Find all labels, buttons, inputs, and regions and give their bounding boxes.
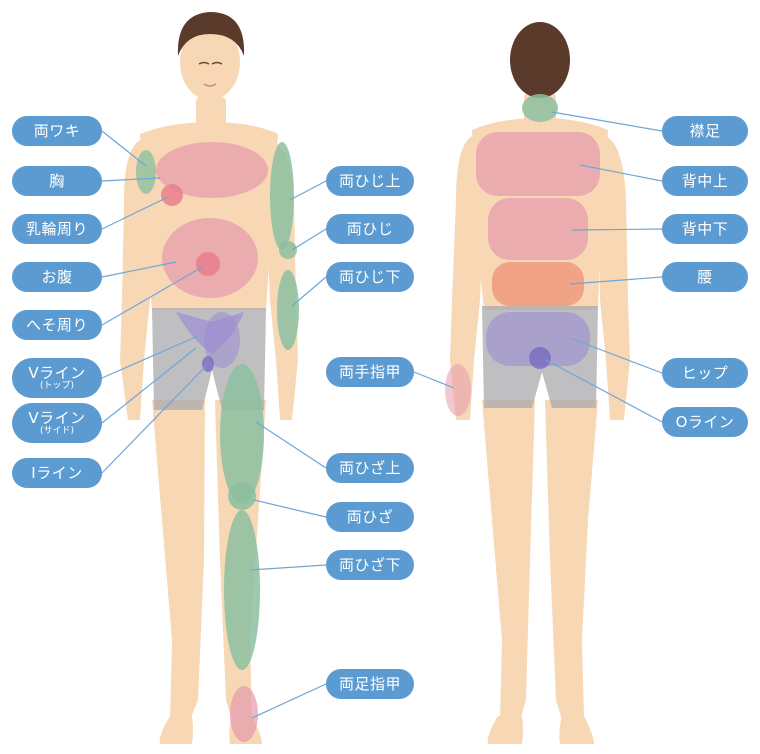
label-navel-area[interactable]: へそ周り (12, 310, 102, 340)
label-nape[interactable]: 襟足 (662, 116, 748, 146)
label-text: 襟足 (689, 121, 721, 140)
label-text: 腰 (697, 267, 713, 286)
label-text: Vライン (28, 408, 86, 427)
label-areola-area[interactable]: 乳輪周り (12, 214, 102, 244)
label-fingers-hands[interactable]: 両手指甲 (326, 357, 414, 387)
label-text: 背中上 (681, 171, 729, 190)
label-text: 両ひじ下 (338, 267, 401, 286)
label-both-armpits[interactable]: 両ワキ (12, 116, 102, 146)
label-subtext: (サイド) (39, 426, 75, 437)
label-elbows[interactable]: 両ひじ (326, 214, 414, 244)
label-text: 両手指甲 (338, 362, 401, 381)
label-text: Iライン (31, 463, 83, 482)
back-figure (445, 22, 630, 744)
label-text: 両ひじ上 (338, 171, 401, 190)
label-text: Oライン (675, 412, 735, 431)
label-chest[interactable]: 胸 (12, 166, 102, 196)
label-i-line[interactable]: Iライン (12, 458, 102, 488)
label-text: 両ひざ (346, 507, 394, 526)
label-text: ヒップ (681, 363, 729, 382)
label-upper-back[interactable]: 背中上 (662, 166, 748, 196)
label-v-line-side[interactable]: Vライン(サイド) (12, 403, 102, 443)
label-text: 乳輪周り (25, 219, 88, 238)
label-lower-back[interactable]: 背中下 (662, 214, 748, 244)
label-o-line[interactable]: Oライン (662, 407, 748, 437)
label-text: 両ワキ (33, 121, 81, 140)
label-subtext: (トップ) (39, 381, 75, 392)
label-text: 両足指甲 (338, 674, 401, 693)
label-lower-legs[interactable]: 両ひざ下 (326, 550, 414, 580)
label-text: お腹 (41, 267, 73, 286)
label-text: Vライン (28, 363, 86, 382)
label-v-line-top[interactable]: Vライン(トップ) (12, 358, 102, 398)
leader-lines (101, 111, 663, 719)
front-figure (120, 12, 299, 744)
label-text: 背中下 (681, 219, 729, 238)
label-thighs[interactable]: 両ひざ上 (326, 453, 414, 483)
label-text: 胸 (49, 171, 65, 190)
label-upper-arms[interactable]: 両ひじ上 (326, 166, 414, 196)
label-text: 両ひざ上 (338, 458, 401, 477)
label-text: へそ周り (25, 315, 88, 334)
label-toes-feet[interactable]: 両足指甲 (326, 669, 414, 699)
label-knees[interactable]: 両ひざ (326, 502, 414, 532)
label-waist[interactable]: 腰 (662, 262, 748, 292)
label-text: 両ひざ下 (338, 555, 401, 574)
label-hip[interactable]: ヒップ (662, 358, 748, 388)
label-stomach[interactable]: お腹 (12, 262, 102, 292)
label-forearms[interactable]: 両ひじ下 (326, 262, 414, 292)
label-text: 両ひじ (346, 219, 394, 238)
